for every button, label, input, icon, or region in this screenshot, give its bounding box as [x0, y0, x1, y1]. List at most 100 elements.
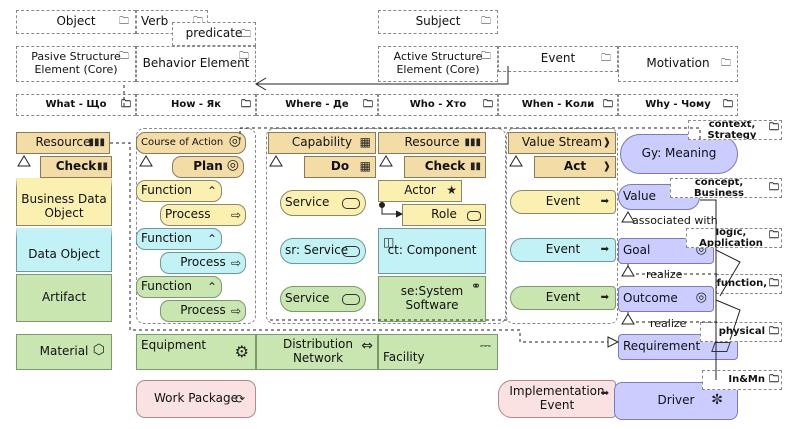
artifact[interactable]: Artifact: [16, 274, 112, 322]
function-icon: ⌃: [206, 184, 217, 198]
event-icon: ➡: [600, 196, 609, 207]
event-icon: ➡: [600, 388, 609, 399]
do[interactable]: Do ▦: [304, 156, 376, 178]
service-1[interactable]: Service: [280, 190, 366, 216]
folder-icon: 🗀: [481, 51, 491, 62]
level-logic[interactable]: logic, Application🗀: [686, 228, 782, 248]
capability[interactable]: Capability ▦: [268, 132, 376, 154]
material[interactable]: Material ⬡: [16, 334, 112, 370]
folder-icon: 🗀: [119, 16, 129, 27]
process-3[interactable]: Process ⇨: [160, 300, 246, 322]
function-icon: ⌃: [206, 232, 217, 246]
level-function[interactable]: function,🗀: [716, 274, 782, 294]
active-structure-element[interactable]: Active Structure Element (Core) 🗀: [378, 46, 498, 82]
folder-icon: 🗀: [721, 58, 731, 69]
actor[interactable]: Actor ★: [378, 180, 462, 202]
requirement-arrowhead: [607, 336, 620, 348]
folder-icon: 🗀: [769, 278, 779, 289]
service-2[interactable]: sr: Service: [280, 238, 366, 264]
system-software[interactable]: se:System Software ⚭: [378, 276, 486, 322]
system-software-icon: ⚭: [470, 279, 481, 293]
motivation-header[interactable]: Motivation 🗀: [618, 46, 738, 82]
column-who[interactable]: Who - Хто🗀: [378, 94, 498, 116]
function-2[interactable]: Function ⌃: [136, 228, 222, 250]
passive-structure-element[interactable]: Pasive Structure Element (Core) 🗀: [16, 46, 136, 82]
work-package[interactable]: Work Package ⟳: [136, 380, 256, 418]
process-2[interactable]: Process ⇨: [160, 252, 246, 274]
realize-label-1: realize: [646, 268, 683, 281]
service-3[interactable]: Service: [280, 286, 366, 312]
value-stream[interactable]: Value Stream ❱: [508, 132, 616, 154]
meaning[interactable]: Gy: Meaning: [620, 134, 738, 174]
level-physical[interactable]: physical🗀: [700, 322, 782, 342]
chevron-icon: ❱: [602, 161, 611, 172]
column-when[interactable]: When - Коли🗀: [498, 94, 618, 116]
event-1[interactable]: Event ➡: [510, 190, 616, 214]
realize-triangle-2: [621, 313, 635, 325]
event-3[interactable]: Event ➡: [510, 286, 616, 310]
course-of-action[interactable]: Course of Action ◎: [136, 132, 246, 154]
implementation-event[interactable]: Implementation Event ➡: [498, 380, 616, 418]
hexagon-icon: ⬡: [92, 342, 105, 358]
role-icon: [467, 211, 481, 221]
check-who[interactable]: Check ▮▮: [404, 156, 486, 178]
folder-icon: 🗀: [483, 99, 493, 110]
predicate-header[interactable]: predicate 🗀: [172, 22, 256, 46]
folder-icon: 🗀: [239, 51, 249, 62]
object-header[interactable]: Object 🗀: [16, 10, 136, 34]
target-icon: ◎: [228, 133, 241, 149]
component[interactable]: ct: Component ◫: [378, 228, 486, 274]
function-1[interactable]: Function ⌃: [136, 180, 222, 202]
goal[interactable]: Goal ◎: [618, 238, 714, 264]
behavior-element[interactable]: Behavior Element 🗀: [136, 46, 256, 82]
target-icon: ◎: [226, 157, 239, 173]
data-object[interactable]: Data Object: [16, 228, 112, 272]
factory-icon: ⎓: [479, 338, 491, 354]
folder-icon: 🗀: [363, 99, 373, 110]
plan[interactable]: Plan ◎: [172, 156, 244, 178]
subject-header[interactable]: Subject 🗀: [378, 10, 498, 34]
folder-icon: 🗀: [193, 17, 203, 27]
battery-icon: ▮▮: [469, 161, 481, 172]
column-where[interactable]: Where - Де🗀: [256, 94, 378, 116]
resource-who[interactable]: Resource ▮▮▮: [378, 132, 486, 154]
business-data-object[interactable]: Business Data Object: [16, 178, 112, 226]
process-1[interactable]: Process ⇨: [160, 204, 246, 226]
column-what[interactable]: What - Що🗀: [16, 94, 136, 116]
level-in-mn[interactable]: In&Mn🗀: [702, 370, 782, 390]
spec-triangle-what: [17, 155, 31, 167]
component-icon: ◫: [383, 235, 395, 249]
folder-icon: 🗀: [481, 16, 491, 27]
actor-icon: ★: [446, 183, 457, 197]
process-arrow-icon: ⇨: [230, 304, 241, 318]
folder-icon: 🗀: [241, 99, 251, 110]
facility[interactable]: Facility ⎓: [378, 334, 498, 370]
distribution-network[interactable]: Distribution Network ⇔: [256, 334, 378, 370]
function-3[interactable]: Function ⌃: [136, 276, 222, 298]
folder-icon: 🗀: [769, 374, 779, 385]
folder-icon: 🗀: [723, 99, 733, 110]
equipment[interactable]: Equipment ⚙: [136, 334, 256, 370]
battery-icon: ▮▮▮: [88, 137, 105, 148]
act[interactable]: Act ❱: [534, 156, 616, 178]
folder-icon: 🗀: [241, 29, 251, 40]
resource-what[interactable]: Resource ▮▮▮: [16, 132, 110, 154]
event-2[interactable]: Event ➡: [510, 238, 616, 262]
folder-icon: 🗀: [769, 182, 779, 193]
column-why[interactable]: Why - Чому🗀: [618, 94, 738, 116]
column-how[interactable]: How - Як🗀: [136, 94, 256, 116]
outcome[interactable]: Outcome ◎: [618, 286, 714, 312]
event-header[interactable]: Event 🗀: [498, 46, 618, 72]
level-concept[interactable]: concept, Business🗀: [670, 178, 782, 198]
capability-icon: ▦: [359, 159, 371, 173]
battery-icon: ▮▮: [96, 161, 108, 172]
folder-icon: 🗀: [603, 99, 613, 110]
folder-icon: 🗀: [601, 53, 611, 64]
parallelogram-icon: [711, 342, 731, 352]
function-icon: ⌃: [206, 280, 217, 294]
check-what[interactable]: Check ▮▮: [40, 156, 112, 178]
wheel-icon: ✼: [711, 392, 723, 408]
role[interactable]: Role: [402, 204, 486, 226]
service-icon: [342, 246, 360, 257]
level-context[interactable]: context, Strategy🗀: [688, 120, 782, 140]
